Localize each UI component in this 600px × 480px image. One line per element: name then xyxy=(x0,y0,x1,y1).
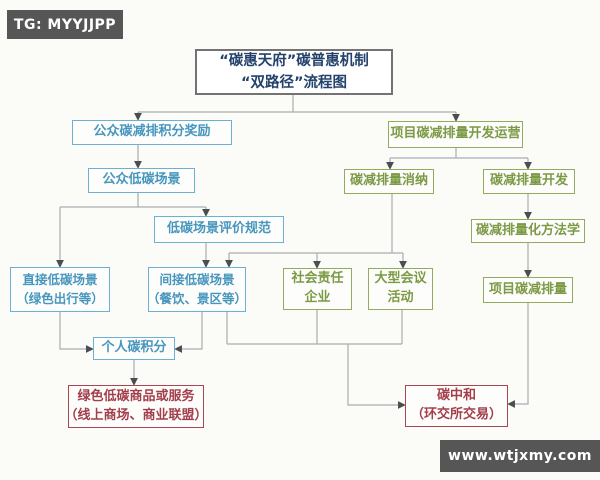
node-direct-scene: 直接低碳场景 （绿色出行等） xyxy=(10,267,110,312)
diagram-title-line1: “碳惠天府”碳普惠机制 xyxy=(219,52,369,69)
telegram-watermark: TG: MYYJJPP xyxy=(7,10,123,39)
website-watermark: www.wtjxmy.com xyxy=(440,440,600,472)
node-sublabel: （线上商场、商业联盟） xyxy=(64,407,208,423)
node-large-conference: 大型会议 活动 xyxy=(368,268,433,310)
node-label: 项目碳减排量 xyxy=(488,281,567,297)
node-label: 公众碳减排积分奖励 xyxy=(93,124,211,140)
node-label: 项目碳减排量开发运营 xyxy=(390,126,521,142)
node-label: 社会责任 xyxy=(291,271,344,287)
diagram-title-line2: “双路径”流程图 xyxy=(240,75,348,91)
node-public-low-carbon-scene: 公众低碳场景 xyxy=(88,168,195,193)
node-label: 绿色低碳商品或服务 xyxy=(77,388,195,404)
node-label: 个人碳积分 xyxy=(101,340,167,356)
node-sublabel: 企业 xyxy=(304,290,331,305)
node-label: 碳减排量化方法学 xyxy=(475,222,580,238)
node-green-goods-services: 绿色低碳商品或服务 （线上商场、商业联盟） xyxy=(65,385,208,428)
node-label: 碳减排量开发 xyxy=(489,173,568,189)
node-label: 碳中和 xyxy=(436,388,476,404)
node-label: 碳减排量消纳 xyxy=(349,173,428,189)
diagram-title: “碳惠天府”碳普惠机制 “双路径”流程图 xyxy=(195,49,393,95)
node-indirect-scene: 间接低碳场景 （餐饮、景区等） xyxy=(147,267,248,312)
node-label: 低碳场景评价规范 xyxy=(166,221,271,237)
node-project-carbon-credit: 项目碳减排量 xyxy=(483,277,573,303)
node-label: 直接低碳场景 xyxy=(22,272,98,288)
node-carbon-neutral: 碳中和 （环交所交易） xyxy=(405,385,508,427)
node-label: 公众低碳场景 xyxy=(102,172,181,188)
node-sublabel: （环交所交易） xyxy=(410,407,502,422)
node-quantification-methodology: 碳减排量化方法学 xyxy=(471,219,585,243)
node-csr-company: 社会责任 企业 xyxy=(283,268,352,310)
node-label: 大型会议 xyxy=(374,271,427,287)
node-label: 间接低碳场景 xyxy=(159,272,235,288)
node-public-reward: 公众碳减排积分奖励 xyxy=(72,120,232,145)
node-reduction-development: 碳减排量开发 xyxy=(483,169,575,194)
node-sublabel: （绿色出行等） xyxy=(16,290,104,306)
node-personal-carbon-credit: 个人碳积分 xyxy=(93,337,175,360)
node-project-dev-operation: 项目碳减排量开发运营 xyxy=(388,121,523,148)
node-sublabel: （餐饮、景区等） xyxy=(147,290,248,306)
node-scene-evaluation-standard: 低碳场景评价规范 xyxy=(154,216,284,243)
node-sublabel: 活动 xyxy=(387,290,414,305)
node-reduction-absorption: 碳减排量消纳 xyxy=(344,169,434,194)
